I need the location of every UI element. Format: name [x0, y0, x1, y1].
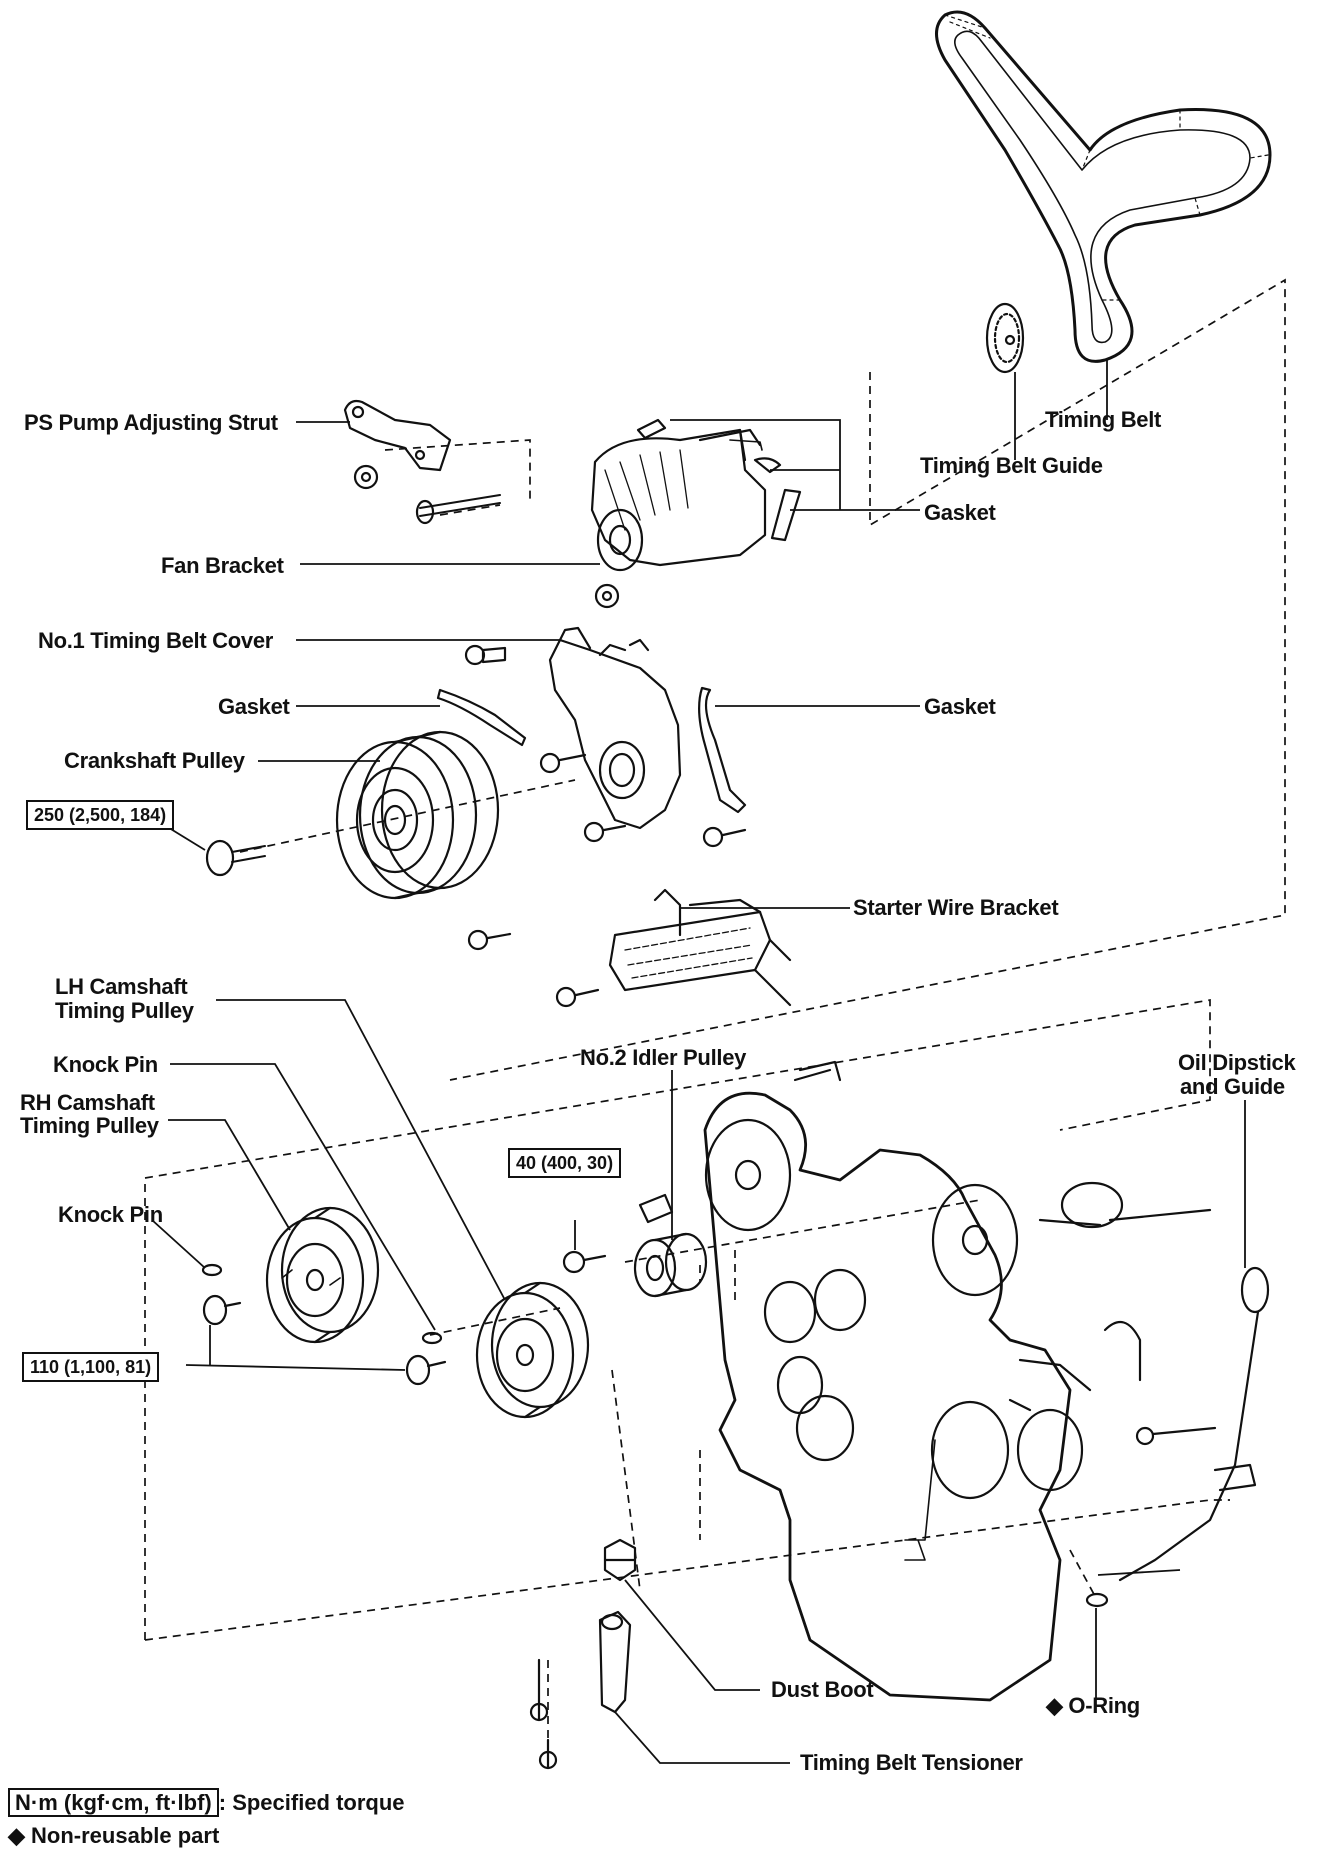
no1-timing-belt-cover-drawing: [436, 626, 747, 848]
torque-crankshaft-bolt: 250 (2,500, 184): [26, 800, 175, 830]
assembly-lines: [144, 278, 1286, 1740]
fan-bracket-drawing: [415, 418, 802, 609]
lh-camshaft-pulley-drawing: [405, 1281, 590, 1419]
legend-torque: N·m (kgf·cm, ft·lbf): Specified torque: [8, 1788, 405, 1817]
label-lh-camshaft-line1: LH Camshaft: [55, 974, 188, 999]
legend-torque-unit: N·m (kgf·cm, ft·lbf): [8, 1788, 219, 1817]
label-fan-bracket: Fan Bracket: [161, 553, 284, 578]
legend-torque-desc: : Specified torque: [218, 1790, 405, 1815]
torque-camshaft-bolt: 110 (1,100, 81): [22, 1352, 160, 1382]
label-timing-belt-guide: Timing Belt Guide: [920, 453, 1103, 478]
label-oil-dipstick-line2: and Guide: [1180, 1074, 1285, 1099]
label-o-ring: ◆ O-Ring: [1046, 1693, 1140, 1718]
no2-idler-pulley-drawing: [562, 1232, 708, 1298]
timing-belt-guide-drawing: [985, 302, 1025, 374]
label-no1-timing-belt-cover: No.1 Timing Belt Cover: [38, 628, 274, 653]
timing-belt-tensioner-drawing: [529, 1538, 637, 1770]
label-knock-pin-2: Knock Pin: [58, 1202, 163, 1227]
legend-non-reusable: ◆ Non-reusable part: [8, 1823, 220, 1848]
label-no2-idler-pulley: No.2 Idler Pulley: [580, 1045, 747, 1070]
label-rh-camshaft-line2: Timing Pulley: [20, 1113, 159, 1138]
crankshaft-pulley-drawing: [205, 730, 500, 900]
starter-wire-bracket-drawing: [467, 888, 792, 1008]
label-timing-belt-tensioner: Timing Belt Tensioner: [800, 1750, 1023, 1775]
timing-belt-drawing: [935, 10, 1272, 363]
label-timing-belt: Timing Belt: [1045, 407, 1162, 432]
label-oil-dipstick-line1: Oil Dipstick: [1178, 1050, 1296, 1075]
oil-dipstick-drawing: [1085, 1266, 1270, 1608]
label-starter-wire-bracket: Starter Wire Bracket: [853, 895, 1059, 920]
label-dust-boot: Dust Boot: [771, 1677, 874, 1702]
label-ps-pump-adjusting-strut: PS Pump Adjusting Strut: [24, 410, 278, 435]
label-knock-pin-1: Knock Pin: [53, 1052, 158, 1077]
engine-block-drawing: [703, 1060, 1212, 1702]
misc-bolts-drawing: [638, 1068, 832, 1224]
ps-pump-strut-drawing: [343, 399, 452, 490]
label-gasket-top: Gasket: [924, 500, 996, 525]
label-gasket-left: Gasket: [218, 694, 290, 719]
label-crankshaft-pulley: Crankshaft Pulley: [64, 748, 245, 773]
label-rh-camshaft-line1: RH Camshaft: [20, 1090, 155, 1115]
label-gasket-right: Gasket: [924, 694, 996, 719]
label-lh-camshaft-line2: Timing Pulley: [55, 998, 194, 1023]
torque-idler-bolt: 40 (400, 30): [508, 1148, 622, 1178]
rh-camshaft-pulley-drawing: [201, 1206, 380, 1344]
